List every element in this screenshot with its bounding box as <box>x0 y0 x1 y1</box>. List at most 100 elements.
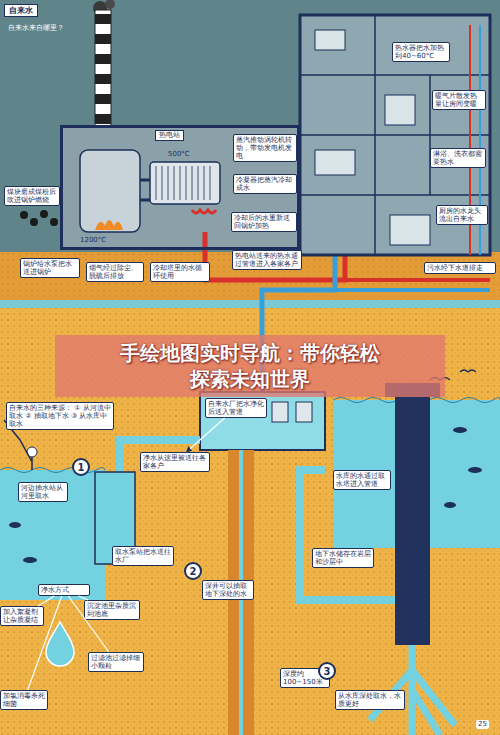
callout-text: 热电站送来的热水通过管道进入各家各户 <box>235 252 299 268</box>
callout-box: 淋浴、洗衣都需要热水 <box>430 148 486 168</box>
house-walls <box>300 15 490 255</box>
callout-text: 厨房的水龙头流出自来水 <box>439 207 485 223</box>
callout-box: 烟气经过除尘、脱硫后排放 <box>86 262 144 282</box>
turbine <box>150 162 220 204</box>
banner-text: 手绘地图实时导航：带你轻松探索未知世界 <box>115 340 385 392</box>
callout-box: 热水器把水加热到40~60°C <box>392 42 450 62</box>
callout-text: 自来水的三种来源： ① 从河流中取水 ② 抽取地下水 ③ 从水库中取水 <box>9 404 111 428</box>
temperature-label: 500°C <box>168 150 190 159</box>
callout-text: 净水方式 <box>41 586 87 594</box>
callout-box: 冷却后的水重新送回锅炉加热 <box>231 212 297 232</box>
callout-text: 暖气片散发热量让房间变暖 <box>435 92 483 108</box>
intake-tower <box>395 395 430 645</box>
callout-box: 煤块磨成煤粉后吹进锅炉燃烧 <box>4 186 60 206</box>
callout-text: 烟气经过除尘、脱硫后排放 <box>89 264 141 280</box>
callout-text: 从水库深处取水，水质更好 <box>338 692 402 708</box>
callout-box: 冷凝器把蒸汽冷却成水 <box>233 174 297 194</box>
fire <box>95 220 123 230</box>
callout-text: 污水经下水道排走 <box>427 264 493 272</box>
callout-text: 煤块磨成煤粉后吹进锅炉燃烧 <box>7 188 57 204</box>
fish <box>468 467 482 473</box>
callout-text: 冷凝器把蒸汽冷却成水 <box>236 176 294 192</box>
callout-box: 净水方式 <box>38 584 90 596</box>
house <box>300 15 490 255</box>
callout-box: 深井可以抽取地下深处的水 <box>202 580 254 600</box>
callout-text: 淋浴、洗衣都需要热水 <box>433 150 483 166</box>
callout-text: 水库的水通过取水塔进入管道 <box>336 472 388 488</box>
callout-box: 过滤池过滤掉细小颗粒 <box>88 652 144 672</box>
building-sign: 热电站 <box>155 130 184 141</box>
callout-box: 冷却塔里的水循环使用 <box>150 262 210 282</box>
plant-interior <box>60 125 300 250</box>
callout-box: 从水库深处取水，水质更好 <box>335 690 405 710</box>
callout-text: 沉淀池里杂质沉到池底 <box>87 602 137 618</box>
callout-text: 热水器把水加热到40~60°C <box>395 44 447 60</box>
callout-box: 暖气片散发热量让房间变暖 <box>432 90 486 110</box>
question-text: 自来水来自哪里？ <box>8 24 64 33</box>
fish <box>23 557 37 563</box>
callout-box: 沉淀池里杂质沉到池底 <box>84 600 140 620</box>
fish <box>9 522 21 528</box>
chimney-stripe <box>95 14 111 24</box>
diagram-title: 自来水 <box>4 4 38 17</box>
callout-text: 地下水储存在岩层和沙层中 <box>315 550 371 566</box>
heater-coil <box>192 210 216 213</box>
callout-text: 锅炉给水泵把水送进锅炉 <box>23 260 77 276</box>
chimney-stripe <box>95 34 111 44</box>
ground-texture <box>0 252 500 735</box>
pump <box>296 402 312 422</box>
bathtub <box>315 150 355 175</box>
river <box>0 470 105 600</box>
callout-text: 深井可以抽取地下深处的水 <box>205 582 251 598</box>
callout-box: 自来水的三种来源： ① 从河流中取水 ② 抽取地下水 ③ 从水库中取水 <box>6 402 114 430</box>
callout-box: 锅炉给水泵把水送进锅炉 <box>20 258 80 278</box>
callout-number: 1 <box>72 458 90 476</box>
water-layer <box>0 300 500 308</box>
chimney-stripe <box>95 74 111 84</box>
callout-text: 冷却后的水重新送回锅炉加热 <box>234 214 294 230</box>
callout-box: 加入絮凝剂让杂质凝结 <box>0 606 44 626</box>
fish <box>453 427 467 433</box>
chimney-stripe <box>95 54 111 64</box>
callout-text: 净水从这里被送往各家各户 <box>143 454 207 470</box>
callout-text: 河边抽水站从河里取水 <box>21 484 65 500</box>
callout-box: 河边抽水站从河里取水 <box>18 482 68 502</box>
chimney-stripe <box>95 114 111 124</box>
fish <box>444 502 456 508</box>
cold-pipe <box>335 288 490 292</box>
callout-text: 取水泵站把水送往水厂 <box>115 548 171 564</box>
callout-text: 自来水厂把水净化后送入管道 <box>208 400 264 416</box>
callout-text: 过滤池过滤掉细小颗粒 <box>91 654 141 670</box>
temperature-label: 1200°C <box>80 236 106 245</box>
reservoir-pipe <box>300 470 395 600</box>
coal <box>20 210 58 226</box>
water-tank <box>200 392 325 450</box>
callout-text: 加氯消毒杀死细菌 <box>3 692 45 708</box>
smoke <box>105 0 115 9</box>
callout-box: 加氯消毒杀死细菌 <box>0 690 48 710</box>
callout-number: 2 <box>184 562 202 580</box>
callout-number: 3 <box>318 662 336 680</box>
page-number: 25 <box>476 720 489 729</box>
callout-box: 地下水储存在岩层和沙层中 <box>312 548 374 568</box>
chimney <box>95 10 111 128</box>
kitchen <box>390 215 430 245</box>
pump <box>272 402 288 422</box>
callout-box: 蒸汽推动涡轮机转动，带动发电机发电 <box>233 134 297 162</box>
turbine-coil <box>156 166 210 200</box>
callout-box: 自来水厂把水净化后送入管道 <box>205 398 267 418</box>
radiator <box>385 95 415 125</box>
steam-pipe <box>140 180 150 200</box>
callout-box: 热电站送来的热水通过管道进入各家各户 <box>232 250 302 270</box>
banner <box>55 335 445 397</box>
boiler <box>80 150 140 232</box>
callout-box: 取水泵站把水送往水厂 <box>112 546 174 566</box>
window <box>315 30 345 50</box>
building-box: 热电站 蒸汽推动涡轮机转动，带动发电机发电冷凝器把蒸汽冷却成水冷却后的水重新送回锅… <box>60 125 300 250</box>
callout-text: 加入絮凝剂让杂质凝结 <box>3 608 41 624</box>
callout-box: 净水从这里被送往各家各户 <box>140 452 210 472</box>
bird <box>460 370 476 372</box>
callout-text: 冷却塔里的水循环使用 <box>153 264 207 280</box>
hot-pipe <box>345 278 490 282</box>
